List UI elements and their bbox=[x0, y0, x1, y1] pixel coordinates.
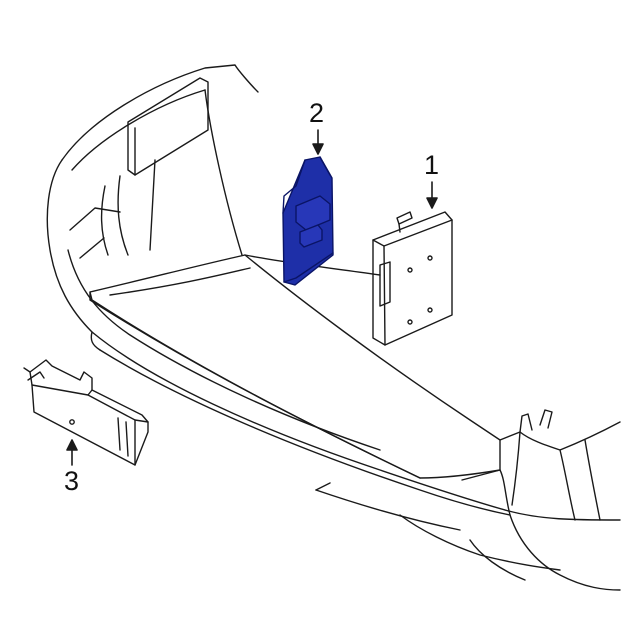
part-1-control-module bbox=[372, 211, 453, 346]
part-3-sensor-bracket bbox=[23, 359, 149, 466]
leader-arrows bbox=[66, 129, 438, 466]
callout-3: 3 bbox=[64, 466, 80, 496]
callout-2: 2 bbox=[309, 98, 325, 128]
arrow-3-head bbox=[66, 439, 78, 451]
part-2-bracket bbox=[282, 156, 334, 286]
callout-1: 1 bbox=[424, 150, 440, 180]
bumper-fascia bbox=[46, 64, 621, 591]
arrow-1-head bbox=[426, 197, 438, 209]
arrow-2-head bbox=[312, 143, 324, 155]
